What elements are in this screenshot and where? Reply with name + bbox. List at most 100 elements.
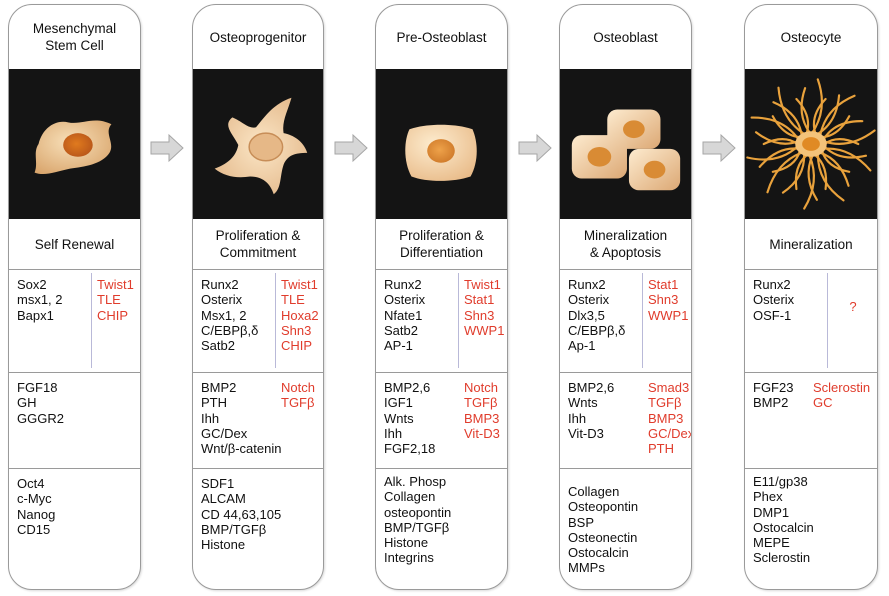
factor-item: AP-1: [384, 338, 425, 353]
factor-item: Sox2: [17, 277, 63, 292]
marker-item: MEPE: [753, 535, 814, 550]
signaling-section: FGF23 BMP2 Sclerostin GC: [745, 372, 877, 469]
inhibitor-item: Hoxa2: [281, 308, 319, 323]
right-arrow-icon: [517, 132, 553, 164]
signal-item: IGF1: [384, 395, 435, 410]
stage-title: Mesenchymal Stem Cell: [9, 5, 140, 69]
factor-item: Osterix: [568, 292, 625, 307]
marker-item: Osteonectin: [568, 530, 638, 545]
inhibitory-factors: Twist1 TLE CHIP: [97, 277, 134, 323]
marker-list: Oct4 c-Myc Nanog CD15: [17, 476, 55, 537]
process-label: Proliferation & Differentiation: [376, 219, 507, 270]
inhibitor-item: Shn3: [464, 308, 504, 323]
promoting-factors: Runx2 Osterix Dlx3,5 C/EBPβ,δ Ap-1: [568, 277, 625, 353]
promoting-signals: FGF18 GH GGGR2: [17, 380, 64, 426]
inhibitor-item: Vit-D3: [464, 426, 500, 441]
signaling-section: BMP2 PTH Ihh GC/Dex Wnt/β-catenin Notch …: [193, 372, 323, 469]
msc-cell-illustration: [9, 69, 140, 219]
signal-item: BMP2,6: [568, 380, 614, 395]
markers-section: Collagen Osteopontin BSP Osteonectin Ost…: [560, 468, 691, 590]
marker-item: DMP1: [753, 505, 814, 520]
promoting-signals: FGF23 BMP2: [753, 380, 793, 411]
signal-item: GH: [17, 395, 64, 410]
inhibitor-item: TLE: [281, 292, 319, 307]
stage-column-pre-osteoblast: Pre-Osteoblast Proliferation & Different…: [375, 4, 508, 590]
unknown-inhibitor: ?: [833, 299, 873, 314]
marker-item: osteopontin: [384, 505, 451, 520]
factor-item: Msx1, 2: [201, 308, 258, 323]
signal-item: FGF18: [17, 380, 64, 395]
process-label: Mineralization & Apoptosis: [560, 219, 691, 270]
marker-item: Ostocalcin: [753, 520, 814, 535]
stage-title: Pre-Osteoblast: [376, 5, 507, 69]
factor-item: Osterix: [201, 292, 258, 307]
stage-title: Osteocyte: [745, 5, 877, 69]
factor-item: Nfate1: [384, 308, 425, 323]
factor-item: Runx2: [753, 277, 794, 292]
column-divider: [91, 273, 92, 368]
promoting-signals: BMP2,6 IGF1 Wnts Ihh FGF2,18: [384, 380, 435, 456]
promoting-signals: BMP2 PTH Ihh GC/Dex Wnt/β-catenin: [201, 380, 281, 456]
marker-item: ALCAM: [201, 491, 281, 506]
marker-item: Collagen: [384, 489, 451, 504]
inhibitor-item: Notch: [281, 380, 315, 395]
inhibitor-item: BMP3: [648, 411, 692, 426]
inhibitory-factors: Stat1 Shn3 WWP1: [648, 277, 688, 323]
marker-item: Histone: [384, 535, 451, 550]
signal-item: Vit-D3: [568, 426, 614, 441]
stage-title: Osteoblast: [560, 5, 691, 69]
factor-item: Bapx1: [17, 308, 63, 323]
stage-column-osteoblast: Osteoblast Mineralization & Apoptosis Ru…: [559, 4, 692, 590]
stage-column-msc: Mesenchymal Stem Cell Self Renewal Sox2 …: [8, 4, 141, 590]
inhibitor-item: PTH: [648, 441, 692, 456]
osteoprogenitor-cell-illustration: [193, 69, 323, 219]
factor-item: C/EBPβ,δ: [568, 323, 625, 338]
marker-list: Alk. Phosp Collagen osteopontin BMP/TGFβ…: [384, 474, 451, 566]
marker-item: Ostocalcin: [568, 545, 638, 560]
inhibitor-item: TLE: [97, 292, 134, 307]
inhibitor-item: Twist1: [464, 277, 504, 292]
signal-item: BMP2: [201, 380, 281, 395]
factor-item: Osterix: [384, 292, 425, 307]
transcription-factors-section: Runx2 Osterix Dlx3,5 C/EBPβ,δ Ap-1 Stat1…: [560, 269, 691, 373]
inhibitor-item: TGFβ: [648, 395, 692, 410]
marker-item: c-Myc: [17, 491, 55, 506]
signal-item: BMP2: [753, 395, 793, 410]
inhibitory-signals: Notch TGFβ: [281, 380, 315, 411]
markers-section: Alk. Phosp Collagen osteopontin BMP/TGFβ…: [376, 468, 507, 590]
right-arrow-icon: [701, 132, 737, 164]
inhibitor-item: BMP3: [464, 411, 500, 426]
right-arrow-icon: [149, 132, 185, 164]
inhibitor-item: Shn3: [648, 292, 688, 307]
marker-item: E11/gp38: [753, 474, 814, 489]
marker-item: Collagen: [568, 484, 638, 499]
signal-item: Wnts: [568, 395, 614, 410]
signal-item: Ihh: [384, 426, 435, 441]
promoting-factors: Runx2 Osterix OSF-1: [753, 277, 794, 323]
promoting-factors: Runx2 Osterix Nfate1 Satb2 AP-1: [384, 277, 425, 353]
stage-column-osteocyte: Osteocyte Mineralization Runx2 Osterix O…: [744, 4, 878, 590]
promoting-factors: Runx2 Osterix Msx1, 2 C/EBPβ,δ Satb2: [201, 277, 258, 353]
marker-list: E11/gp38 Phex DMP1 Ostocalcin MEPE Scler…: [753, 474, 814, 566]
osteoblast-cells-illustration: [560, 69, 691, 219]
marker-item: Integrins: [384, 550, 451, 565]
signal-item: Wnt/β-catenin: [201, 441, 281, 456]
process-label: Self Renewal: [9, 219, 140, 270]
inhibitor-item: Notch: [464, 380, 500, 395]
marker-item: MMPs: [568, 560, 638, 575]
signaling-section: FGF18 GH GGGR2: [9, 372, 140, 469]
column-divider: [642, 273, 643, 368]
signal-item: FGF23: [753, 380, 793, 395]
inhibitor-item: Shn3: [281, 323, 319, 338]
inhibitor-item: TGFβ: [464, 395, 500, 410]
promoting-signals: BMP2,6 Wnts Ihh Vit-D3: [568, 380, 614, 441]
marker-item: Phex: [753, 489, 814, 504]
signaling-section: BMP2,6 Wnts Ihh Vit-D3 Smad3 TGFβ BMP3 G…: [560, 372, 691, 469]
inhibitory-factors: Twist1 TLE Hoxa2 Shn3 CHIP: [281, 277, 319, 353]
signal-item: GC/Dex: [201, 426, 281, 441]
factor-item: OSF-1: [753, 308, 794, 323]
transcription-factors-section: Sox2 msx1, 2 Bapx1 Twist1 TLE CHIP: [9, 269, 140, 373]
inhibitor-item: GC: [813, 395, 870, 410]
inhibitor-item: GC/Dex: [648, 426, 692, 441]
signal-item: Wnts: [384, 411, 435, 426]
